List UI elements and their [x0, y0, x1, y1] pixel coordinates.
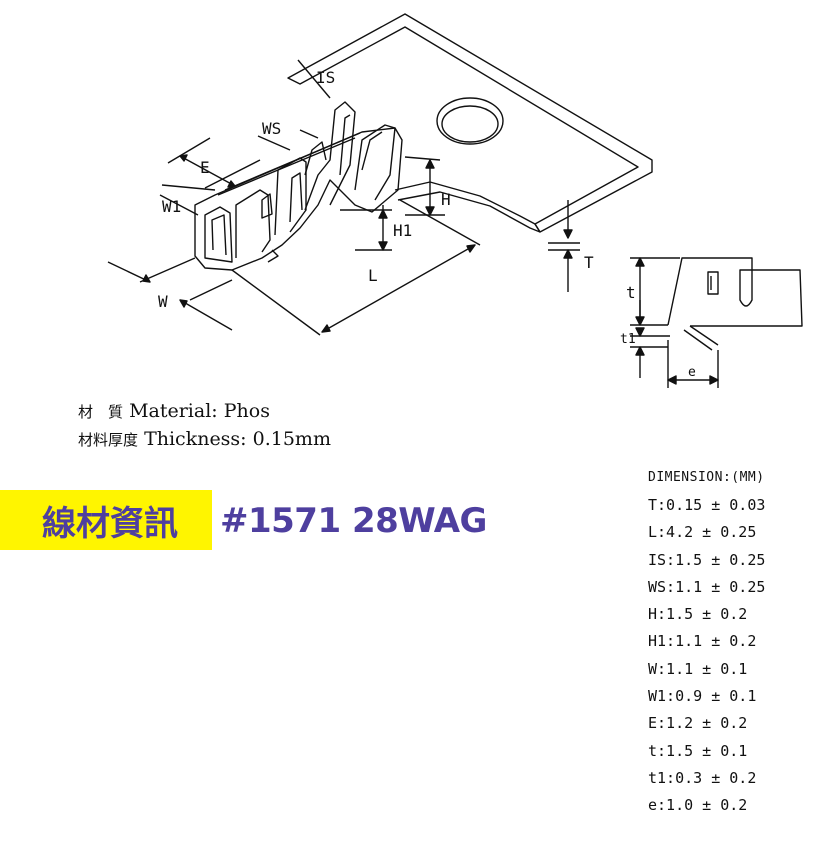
label-l: L	[368, 266, 378, 285]
dimension-row: H:1.5 ± 0.2	[648, 605, 748, 624]
dimension-row: t1:0.3 ± 0.2	[648, 768, 757, 787]
label-t-small: t	[626, 283, 636, 302]
dimension-row: W:1.1 ± 0.1	[648, 659, 748, 678]
banner-title: 線材資訊	[42, 504, 178, 544]
thickness-line: 材料厚度 Thickness: 0.15mm	[78, 428, 331, 450]
dimension-title: DIMENSION:(MM)	[648, 470, 765, 485]
dimension-row: E:1.2 ± 0.2	[648, 714, 748, 733]
pilot-hole	[436, 97, 504, 145]
dimension-row: L:4.2 ± 0.25	[648, 523, 757, 542]
label-t1: t1	[620, 332, 636, 347]
dimension-row: WS:1.1 ± 0.25	[648, 577, 766, 596]
dimension-row: W1:0.9 ± 0.1	[648, 687, 757, 706]
label-h: H	[441, 190, 451, 209]
side-view-profile	[667, 257, 803, 327]
label-w: W	[158, 292, 168, 311]
terminal-technical-drawing: IS WS E W1 H H1 L W T	[107, 13, 803, 388]
highlight-banner	[0, 490, 212, 550]
dimension-row: e:1.0 ± 0.2	[648, 796, 748, 815]
dimension-row: t:1.5 ± 0.1	[648, 741, 748, 760]
label-ws: WS	[262, 119, 281, 138]
dimension-row: T:0.15 ± 0.03	[648, 496, 766, 514]
thickness-label: 材料厚度	[78, 431, 139, 449]
label-e-small: e	[688, 365, 696, 380]
material-label: 材 質	[78, 403, 124, 421]
label-e: E	[200, 158, 210, 177]
label-is: IS	[316, 68, 335, 87]
carrier-strip	[287, 13, 653, 233]
material-value: Material: Phos	[129, 400, 270, 422]
wire-spec: #1571 28WAG	[220, 501, 487, 541]
thickness-value: Thickness: 0.15mm	[144, 428, 331, 450]
material-line: 材 質 Material: Phos	[78, 400, 270, 422]
terminal-body	[194, 127, 403, 271]
label-w1: W1	[162, 197, 181, 216]
dimension-row: IS:1.5 ± 0.25	[648, 550, 766, 569]
label-h1: H1	[393, 221, 412, 240]
dimension-row: H1:1.1 ± 0.2	[648, 632, 757, 651]
label-t-big: T	[584, 253, 594, 272]
dimension-table: DIMENSION:(MM) T:0.15 ± 0.03 L:4.2 ± 0.2…	[648, 470, 765, 820]
